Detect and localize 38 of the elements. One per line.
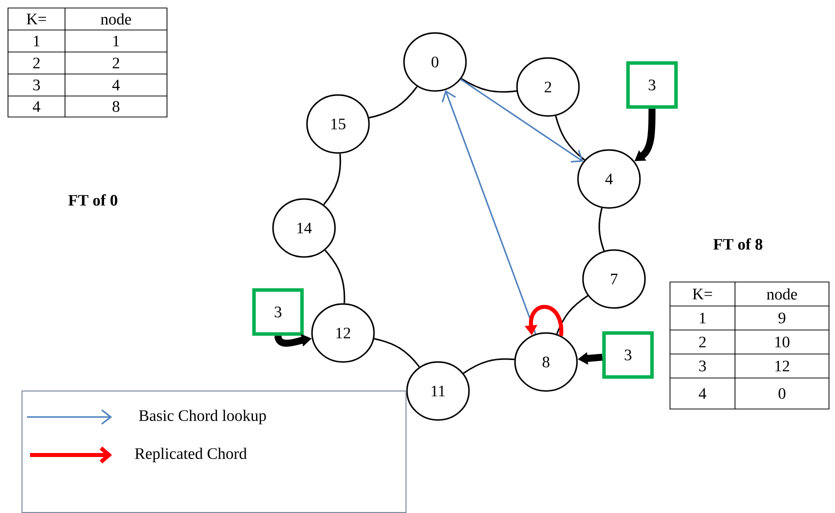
legend-text: Replicated Chord bbox=[135, 448, 247, 462]
table-cell: 4 bbox=[112, 80, 120, 90]
table-cell: 2 bbox=[33, 58, 40, 68]
lookup-arrow bbox=[460, 78, 584, 162]
table-cell: 1 bbox=[34, 36, 40, 46]
ring-arc bbox=[374, 338, 420, 368]
key-box: 3 bbox=[602, 331, 654, 379]
ring-arc bbox=[460, 78, 517, 93]
table-header: K= bbox=[692, 288, 712, 300]
table-header: node bbox=[766, 288, 797, 300]
table-title: FT of 8 bbox=[713, 238, 762, 250]
table-cell: 10 bbox=[775, 336, 790, 348]
table-cell: 9 bbox=[778, 312, 786, 324]
table-cell: 1 bbox=[700, 312, 706, 324]
table-cell: 2 bbox=[699, 336, 706, 348]
table-header: node bbox=[100, 13, 131, 25]
ring-arc bbox=[368, 86, 418, 118]
ring-arc bbox=[556, 295, 588, 334]
table-cell: 0 bbox=[778, 388, 786, 399]
table-cell: 3 bbox=[33, 80, 40, 90]
table-cell: 4 bbox=[32, 101, 40, 112]
ring-arc bbox=[323, 154, 342, 206]
table-cell: 2 bbox=[112, 58, 120, 68]
legend-text: Basic Chord lookup bbox=[139, 410, 266, 424]
table-title: FT of 0 bbox=[68, 194, 118, 206]
table-cell: 8 bbox=[112, 101, 120, 112]
ring-arc bbox=[598, 208, 605, 251]
table-cell: 4 bbox=[698, 388, 706, 399]
ring-arc bbox=[554, 116, 586, 161]
table-cell: 1 bbox=[113, 36, 120, 46]
table-header: K= bbox=[26, 14, 46, 24]
key-box: 3 bbox=[252, 288, 304, 336]
table-cell: 12 bbox=[775, 360, 790, 372]
key-box: 3 bbox=[626, 61, 678, 109]
ring-arc bbox=[463, 358, 514, 374]
lookup-arrow bbox=[442, 90, 536, 334]
ring-arc bbox=[324, 250, 346, 304]
table-cell: 3 bbox=[699, 360, 706, 372]
